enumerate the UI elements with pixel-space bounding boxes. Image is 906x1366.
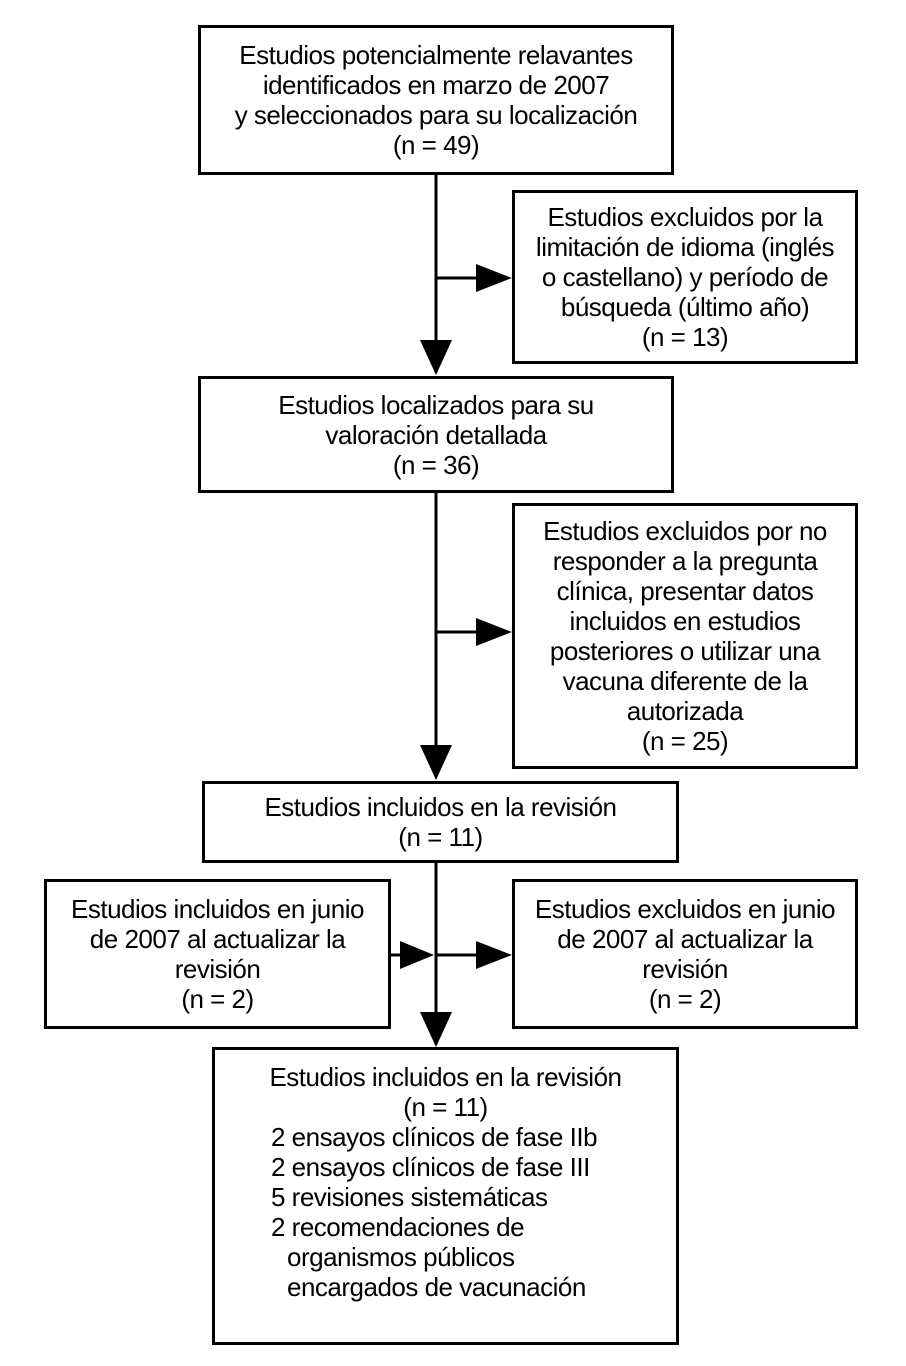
arrowhead-excluded-language	[476, 264, 512, 292]
box-line: (n = 2)	[181, 984, 254, 1014]
box-excluded-criteria: Estudios excluidos por no responder a la…	[512, 503, 858, 769]
box-line: (n = 2)	[648, 984, 722, 1014]
box-identified-studies: Estudios potencialmente relavantes ident…	[198, 25, 674, 175]
box-line: valoración detallada	[325, 419, 547, 450]
box-line: identificados en marzo de 2007	[262, 70, 610, 100]
final-item: 2 recomendaciones de	[271, 1212, 525, 1242]
arrowhead-final	[420, 1012, 452, 1047]
box-included-update: Estudios incluidos en junio de 2007 al a…	[44, 879, 391, 1029]
final-item: 2 ensayos clínicos de fase III	[271, 1152, 590, 1182]
box-line: Estudios incluidos en la revisión	[264, 792, 617, 822]
box-located-studies: Estudios localizados para su valoración …	[198, 376, 674, 493]
box-line: (n = 25)	[641, 726, 729, 756]
arrowhead-into-spine	[400, 941, 434, 969]
box-line: Estudios excluidos en junio	[534, 894, 836, 924]
box-excluded-update: Estudios excluidos en junio de 2007 al a…	[512, 879, 858, 1029]
box-line: posteriores o utilizar una	[549, 636, 821, 666]
box-excluded-language: Estudios excluidos por la limitación de …	[512, 190, 858, 364]
box-line: (n = 11)	[398, 822, 483, 852]
box-line: de 2007 al actualizar la	[557, 924, 813, 954]
arrowhead-located	[420, 340, 452, 375]
box-line: revisión	[174, 954, 261, 984]
final-item: 2 ensayos clínicos de fase IIb	[271, 1122, 598, 1152]
box-included-review: Estudios incluidos en la revisión (n = 1…	[202, 781, 679, 863]
box-line: de 2007 al actualizar la	[89, 924, 346, 954]
box-line: y seleccionados para su localización	[234, 100, 638, 130]
box-line: Estudios excluidos por la	[547, 202, 823, 232]
arrowhead-excluded-update	[476, 941, 512, 969]
final-item: 5 revisiones sistemáticas	[271, 1182, 548, 1212]
box-line: vacuna diferente de la	[562, 666, 808, 696]
box-line: clínica, presentar datos	[556, 576, 814, 606]
arrowhead-excluded-criteria	[476, 618, 512, 646]
box-line: búsqueda (último año)	[560, 292, 810, 322]
final-title: Estudios incluidos en la revisión	[269, 1062, 622, 1092]
box-line: (n = 13)	[641, 322, 729, 352]
box-line: Estudios excluidos por no	[543, 516, 827, 546]
box-line: Estudios incluidos en junio	[71, 894, 364, 924]
box-line: incluidos en estudios	[569, 606, 801, 636]
box-line: (n = 49)	[392, 130, 480, 160]
box-line: Estudios localizados para su	[278, 389, 594, 420]
box-line: o castellano) y período de	[541, 262, 829, 292]
arrowhead-included-review	[420, 745, 452, 780]
final-item-list: 2 ensayos clínicos de fase IIb 2 ensayos…	[271, 1122, 598, 1302]
box-line: responder a la pregunta	[552, 546, 818, 576]
box-line: Estudios potencialmente relavantes	[239, 40, 633, 70]
box-line: autorizada	[626, 696, 744, 726]
box-line: limitación de idioma (inglés	[535, 232, 835, 262]
final-item-continuation: encargados de vacunación	[287, 1272, 586, 1302]
final-item-continuation: organismos públicos	[287, 1242, 515, 1272]
box-final-included: Estudios incluidos en la revisión (n = 1…	[212, 1047, 679, 1345]
box-line: (n = 36)	[392, 449, 480, 480]
box-line: revisión	[642, 954, 728, 984]
final-count: (n = 11)	[403, 1092, 488, 1122]
